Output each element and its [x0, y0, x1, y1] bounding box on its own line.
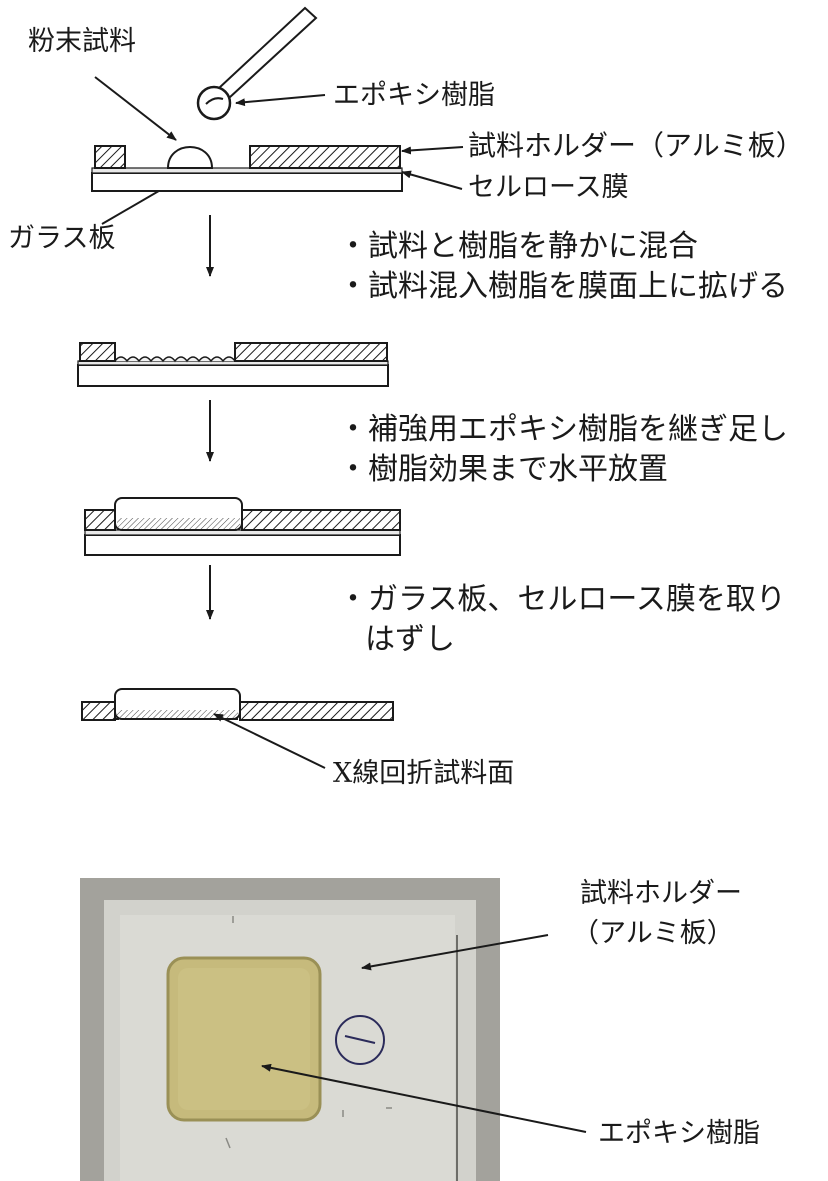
photo-holder-label-line-1: 試料ホルダー — [580, 878, 742, 909]
xrd-sample-surface-label: X線回折試料面 — [333, 758, 515, 789]
arrow-photo-holder — [361, 934, 549, 971]
holder-left — [81, 701, 116, 721]
spread-sample-resin — [114, 356, 236, 363]
sample-holder-photo — [80, 878, 500, 1181]
glass-plate-label: ガラス板 — [8, 223, 116, 254]
arrow-xrd-surface — [213, 713, 326, 769]
pencil-mark — [225, 1137, 231, 1149]
arrow-powder-sample — [94, 76, 177, 141]
holder-left — [84, 509, 116, 531]
arrow-cellulose-membrane — [401, 170, 463, 190]
glass-plate — [77, 364, 389, 387]
spatula — [196, 6, 318, 121]
glass-plate — [91, 172, 403, 192]
arrow-epoxy-resin — [235, 94, 326, 107]
arrow-sample-holder — [401, 146, 464, 155]
powder-mound — [166, 146, 214, 169]
holder-left — [94, 145, 126, 169]
sample-holder-label: 試料ホルダー（アルミ板） — [468, 129, 804, 162]
holder-right — [234, 342, 388, 362]
sample-resin-layer — [117, 518, 240, 529]
holder-right — [249, 145, 401, 169]
cellulose-membrane — [91, 167, 403, 174]
cellulose-membrane-label: セルロース膜 — [468, 172, 629, 203]
spatula-tip — [196, 85, 232, 121]
photo-holder-label-line-2: （アルミ板） — [572, 918, 734, 949]
marker-minus — [344, 1035, 376, 1044]
epoxy-resin-label: エポキシ樹脂 — [333, 80, 495, 111]
step-3-line-2: はずし — [365, 622, 455, 657]
arrow-photo-epoxy — [261, 1063, 587, 1133]
stage-2-assembly — [77, 342, 389, 387]
step-1-line-1: ・試料と樹脂を静かに混合 — [338, 229, 698, 264]
sample-resin-layer — [117, 710, 238, 718]
stage-4-assembly — [81, 688, 394, 721]
step-2-line-2: ・樹脂効果まで水平放置 — [338, 452, 668, 487]
marker-circle — [335, 1015, 385, 1065]
spatula-rod — [217, 6, 318, 100]
stage-3-assembly — [84, 497, 401, 556]
stage-1-assembly — [91, 145, 403, 192]
powder-sample-label: 粉末試料 — [28, 26, 136, 57]
photo-epoxy-label: エポキシ樹脂 — [598, 1118, 760, 1149]
holder-left — [79, 342, 116, 362]
holder-right — [239, 701, 394, 721]
step-2-line-1: ・補強用エポキシ樹脂を継ぎ足し — [338, 412, 788, 447]
holder-right — [241, 509, 401, 531]
epoxy-drop — [205, 97, 224, 105]
glass-plate — [84, 534, 401, 556]
step-1-line-2: ・試料混入樹脂を膜面上に拡げる — [338, 269, 788, 304]
epoxy-window-inner — [178, 968, 310, 1110]
step-3-line-1: ・ガラス板、セルロース膜を取り — [338, 582, 786, 617]
